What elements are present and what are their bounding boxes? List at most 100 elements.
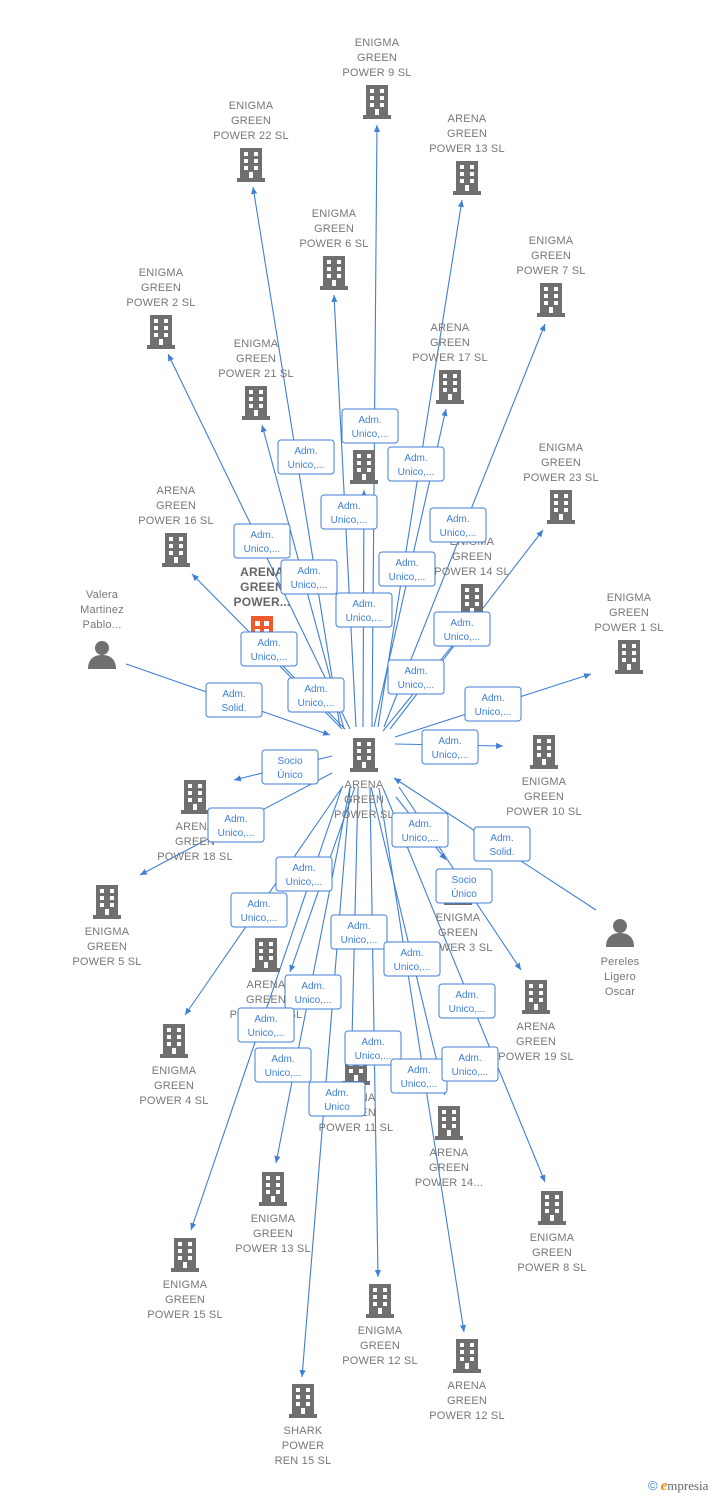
empresia-logo[interactable]: ©empresia: [648, 1478, 708, 1495]
relation-label-text: Unico,...: [298, 698, 335, 709]
node-label-line: ENIGMA: [522, 776, 567, 788]
building-icon: [436, 370, 464, 404]
building-icon: [363, 85, 391, 119]
relation-label[interactable]: Adm.Unico,...: [421, 729, 479, 765]
building-icon: [259, 1172, 287, 1206]
relation-label[interactable]: Adm.Unico,...: [330, 914, 388, 950]
relation-label[interactable]: Adm.Unico,...: [344, 1030, 402, 1066]
node-label-line: GREEN: [246, 994, 286, 1006]
node-label-line: POWER 19 SL: [498, 1051, 574, 1063]
relation-label[interactable]: Adm.Unico,...: [207, 807, 265, 843]
node-label-line: GREEN: [360, 1340, 400, 1352]
relation-label[interactable]: Adm.Unico,...: [441, 1046, 499, 1082]
relation-label-text: Unico,...: [218, 828, 255, 839]
relation-label[interactable]: Adm.Unico,...: [335, 592, 393, 628]
node-label-line: POWER...: [234, 595, 291, 609]
relation-label[interactable]: Adm.Unico,...: [275, 856, 333, 892]
relation-label-text: Unico,...: [352, 429, 389, 440]
relation-label-text: Adm.: [400, 948, 423, 959]
relation-label[interactable]: Adm.Unico,...: [464, 686, 522, 722]
node-label-line: GREEN: [231, 115, 271, 127]
relation-label[interactable]: Adm.Unico,...: [387, 446, 445, 482]
relation-label[interactable]: Adm.Unico,...: [383, 941, 441, 977]
relation-label[interactable]: Adm.Unico,...: [277, 439, 335, 475]
relation-label[interactable]: Adm.Solid.: [205, 682, 263, 718]
node-label-line: GREEN: [524, 791, 564, 803]
relation-label-text: Adm.: [395, 558, 418, 569]
node-label-line: POWER 16 SL: [138, 515, 214, 527]
node-label-line: POWER 5 SL: [72, 956, 141, 968]
relation-label[interactable]: Adm.Unico,...: [240, 631, 298, 667]
relation-label-text: Adm.: [358, 415, 381, 426]
node-label-line: GREEN: [438, 927, 478, 939]
relation-label-text: Único: [451, 887, 477, 900]
relation-label[interactable]: Adm.Unico,...: [429, 507, 487, 543]
node-label-line: ENIGMA: [530, 1232, 575, 1244]
relation-label-text: Adm.: [222, 689, 245, 700]
relation-label[interactable]: Adm.Unico: [308, 1081, 366, 1117]
relation-label[interactable]: Adm.Unico,...: [387, 659, 445, 695]
building-icon: [162, 533, 190, 567]
relation-label-text: Unico,...: [241, 913, 278, 924]
relation-label-text: Adm.: [455, 990, 478, 1001]
relation-label[interactable]: Adm.Unico,...: [254, 1047, 312, 1083]
relation-label-text: Adm.: [292, 863, 315, 874]
relation-label-text: Adm.: [250, 530, 273, 541]
relation-label[interactable]: Adm.Unico,...: [438, 983, 496, 1019]
relation-label-text: Unico,...: [398, 680, 435, 691]
node-label-line: POWER 6 SL: [299, 238, 368, 250]
relation-label[interactable]: Adm.Unico,...: [233, 523, 291, 559]
relation-label[interactable]: Adm.Unico,...: [320, 494, 378, 530]
node-label-line: ENIGMA: [539, 442, 584, 454]
node-label-line: POWER 9 SL: [342, 67, 411, 79]
relation-label[interactable]: Adm.Unico,...: [433, 611, 491, 647]
node-valera[interactable]: ValeraMartinezPablo...: [80, 589, 124, 669]
relation-label[interactable]: Adm. Unico,...: [341, 408, 399, 444]
relation-label[interactable]: Adm.Unico,...: [287, 677, 345, 713]
relation-label[interactable]: Adm.Unico,...: [284, 974, 342, 1010]
node-label-line: ARENA: [448, 1380, 487, 1392]
relation-label[interactable]: Adm.Unico,...: [237, 1007, 295, 1043]
node-agp_hl[interactable]: ARENAGREENPOWER...: [234, 565, 291, 640]
building-icon: [289, 1384, 317, 1418]
relation-label[interactable]: Adm.Unico,...: [390, 1058, 448, 1094]
relation-label-text: Adm.: [404, 453, 427, 464]
relation-label[interactable]: Adm.Unico,...: [280, 559, 338, 595]
node-label-line: POWER SL: [334, 809, 394, 821]
relation-label[interactable]: Adm.Unico,...: [391, 812, 449, 848]
relation-label[interactable]: Adm.Solid.: [473, 826, 531, 862]
relation-label-text: Adm.: [257, 638, 280, 649]
relation-label[interactable]: Adm.Unico,...: [230, 892, 288, 928]
relation-label-text: Adm.: [294, 446, 317, 457]
relation-label[interactable]: Adm.Unico,...: [378, 551, 436, 587]
